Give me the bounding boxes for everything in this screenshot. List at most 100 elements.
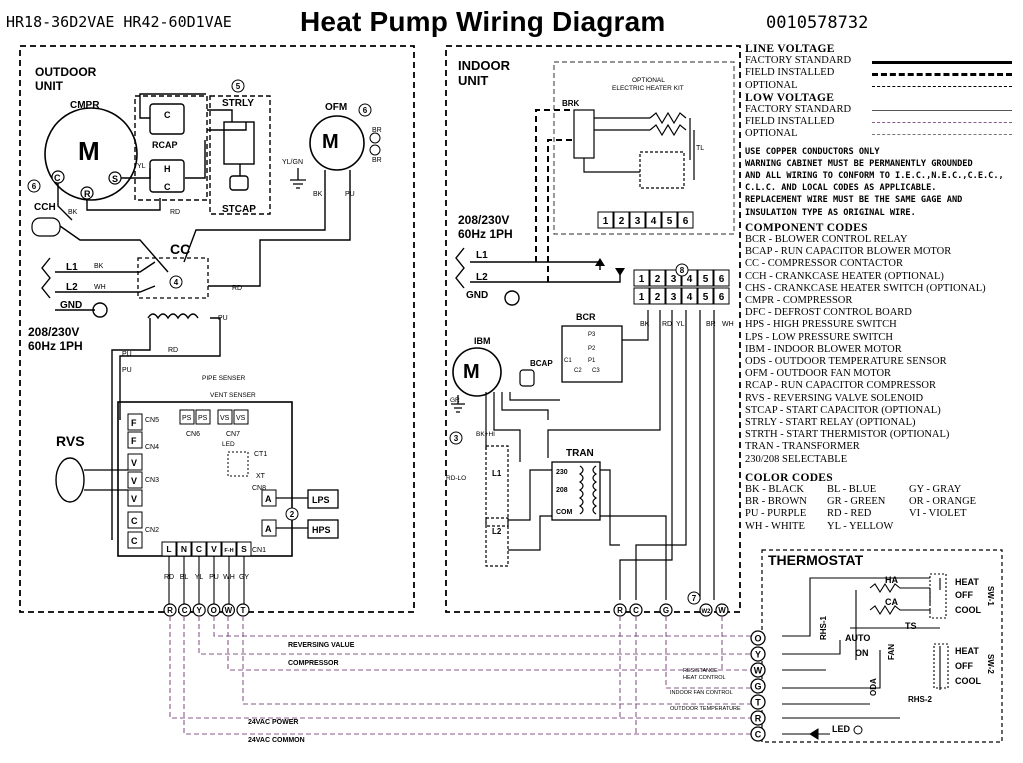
bcr-p2: P2	[588, 346, 596, 352]
bus-r	[169, 616, 762, 719]
board-term-c-2	[127, 531, 143, 549]
pipe-sensor-label: PIPE SENSER	[202, 375, 246, 382]
ofm-br-2: BR	[372, 157, 382, 164]
color-code-5: OR - ORANGE	[909, 496, 977, 508]
indoor-gnd: GND	[466, 290, 488, 301]
component-code-3: CCH - CRANKCASE HEATER (OPTIONAL)	[745, 270, 944, 282]
indoor-term-label-4: W	[718, 606, 726, 615]
hps-label: HPS	[312, 525, 331, 535]
cch-label: CCH	[34, 202, 56, 213]
plug-term-label-1-1: 2	[655, 292, 661, 303]
plug-term-label-0-4: 5	[703, 274, 709, 285]
heater-term-label-0: 1	[603, 216, 609, 227]
tstat-fan: FAN	[887, 644, 896, 660]
legend-note-1: WARNING CABINET MUST BE PERMANENTLY GROU…	[745, 158, 973, 169]
wire-label-yl-1: YL	[137, 163, 146, 170]
component-code-16: STRTH - START THERMISTOR (OPTIONAL)	[745, 429, 950, 441]
speed-l1: L1	[492, 469, 502, 478]
color-codes-heading: COLOR CODES	[745, 471, 833, 484]
legend-line-optional-swatch	[872, 85, 1012, 87]
tran-coil-primary	[578, 465, 584, 515]
ibm-gr-label: GR	[450, 397, 460, 404]
bus-label-compressor: COMPRESSOR	[288, 660, 339, 667]
component-code-15: STRLY - START RELAY (OPTIONAL)	[745, 416, 916, 428]
indoor-arrow-up	[595, 258, 605, 266]
thermostat-term-y	[750, 646, 766, 662]
callout-6	[675, 263, 689, 277]
component-code-2: CC - COMPRESSOR CONTACTOR	[745, 258, 903, 270]
brk-label: BRK	[562, 99, 580, 108]
component-code-14: STCAP - START CAPACITOR (OPTIONAL)	[745, 404, 941, 416]
component-code-8: LPS - LOW PRESSURE SWITCH	[745, 331, 893, 343]
wire-label-bk-1: BK	[94, 263, 104, 270]
model-numbers: HR18-36D2VAE HR42-60D1VAE	[6, 13, 232, 31]
bcr-c3: C3	[592, 368, 600, 374]
plug-term-0-6	[713, 269, 730, 287]
cc-coil	[147, 313, 199, 320]
legend-low-optional: OPTIONAL	[745, 128, 798, 140]
color-code-0: BK - BLACK	[745, 483, 804, 495]
legend-line-field: FIELD INSTALLED	[745, 67, 835, 79]
wire-label-rd-1: RD	[170, 209, 180, 216]
indoor-term-label-1: C	[633, 606, 639, 615]
thermostat-term-label-6: C	[755, 730, 762, 740]
callout-label-1: 3	[454, 434, 459, 443]
board-term-ps-1	[179, 409, 195, 425]
compressor-motor	[44, 107, 138, 201]
board-term-v-2	[127, 471, 143, 489]
tstat-sw2-off: OFF	[955, 661, 973, 671]
tran-label: TRAN	[566, 448, 594, 459]
rcap-c: C	[164, 182, 171, 192]
board-term-v-3	[127, 489, 143, 507]
bcr-p3: P3	[588, 332, 596, 338]
bus-o	[213, 616, 762, 637]
outdoor-l2-wire	[55, 285, 156, 293]
hps-switch	[307, 519, 339, 539]
strly-relay	[223, 121, 255, 165]
indoor-wire-bk-main	[547, 310, 661, 458]
board-c-1-text: C	[131, 516, 138, 526]
indoor-term-label-2: G	[663, 606, 669, 615]
outdoor-term-label-5: T	[241, 606, 246, 615]
indoor-wire-yl-label: YL	[676, 321, 685, 328]
thermostat-term-label-1: Y	[755, 650, 761, 660]
ofm-bk-wire	[183, 170, 326, 263]
legend-line-factory: FACTORY STANDARD	[745, 55, 852, 67]
tstat-sw2-cool: COOL	[955, 676, 982, 686]
tstat-ts: TS	[905, 621, 917, 631]
thermostat-term-label-4: T	[755, 698, 761, 708]
outdoor-ground-symbol	[92, 302, 108, 318]
bus-y	[198, 616, 762, 655]
bcr-c1: C1	[564, 358, 572, 364]
heater-wires	[583, 117, 695, 180]
component-code-12: RCAP - RUN CAPACITOR COMPRESSOR	[745, 380, 937, 392]
bus-label-fan-control: INDOOR FAN CONTROL	[670, 690, 733, 696]
callout-5	[687, 591, 701, 605]
tstat-ha-resistor	[869, 582, 930, 594]
rcap-top-wire	[139, 93, 206, 119]
plug-term-1-1	[633, 287, 650, 305]
indoor-l1: L1	[476, 250, 488, 261]
cc-contactor	[137, 257, 209, 299]
lps-switch	[307, 489, 339, 509]
cmpr-term-r-text: R	[84, 189, 91, 199]
color-code-8: VI - VIOLET	[909, 508, 967, 520]
plug-term-1-5	[697, 287, 714, 305]
speed-tap-l2	[485, 517, 509, 567]
thermostat-title: THERMOSTAT	[768, 552, 864, 568]
legend-line-factory-swatch	[872, 61, 1012, 65]
yl-gn-label: YL/GN	[282, 159, 303, 166]
board-f-2-text: F	[131, 436, 137, 446]
thermostat-term-label-0: O	[754, 634, 761, 644]
legend-note-5: INSULATION TYPE AS ORIGINAL WIRE.	[745, 207, 916, 218]
indoor-supply-bracket	[455, 247, 465, 289]
board-a-1-text: A	[265, 494, 272, 504]
legend-line-voltage-heading: LINE VOLTAGE	[745, 43, 835, 55]
heater-relay	[639, 151, 685, 189]
indoor-arrow-down	[615, 268, 625, 276]
plug-term-label-1-0: 1	[639, 292, 645, 303]
board-v-1-text: V	[131, 458, 137, 468]
heater-term-label-1: 2	[619, 216, 625, 227]
